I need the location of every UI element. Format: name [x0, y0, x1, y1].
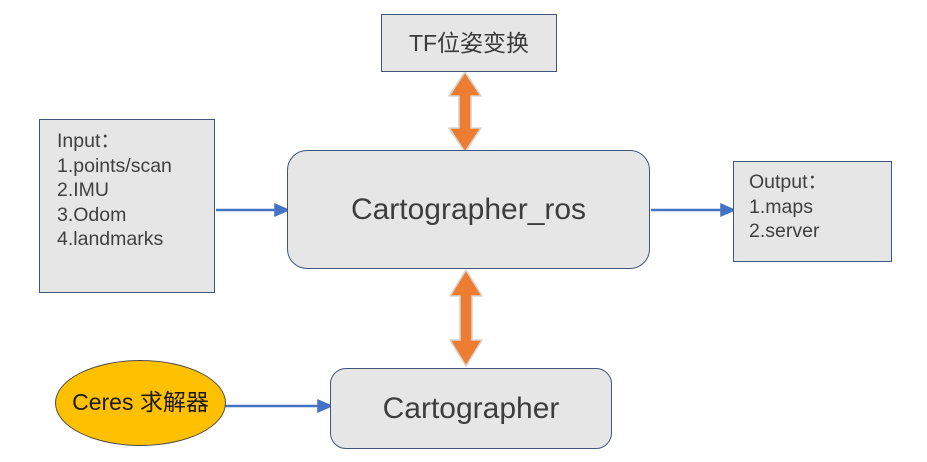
- arrow-tf-to-main: [448, 71, 482, 153]
- node-ceres-solver-label: Ceres 求解器: [72, 389, 209, 416]
- node-input-label: Input： 1.points/scan 2.IMU 3.Odom 4.land…: [57, 130, 172, 251]
- node-cartographer-label: Cartographer: [382, 391, 560, 425]
- node-output[interactable]: Output： 1.maps 2.server: [733, 161, 892, 262]
- node-output-label: Output： 1.maps 2.server: [749, 171, 828, 243]
- node-tf-pose-transform[interactable]: TF位姿变换: [381, 14, 557, 72]
- node-cartographer-ros[interactable]: Cartographer_ros: [287, 150, 650, 269]
- node-cartographer-ros-label: Cartographer_ros: [350, 192, 587, 226]
- node-cartographer[interactable]: Cartographer: [330, 368, 612, 449]
- arrow-main-to-cartographer: [449, 269, 483, 367]
- node-input[interactable]: Input： 1.points/scan 2.IMU 3.Odom 4.land…: [39, 119, 215, 293]
- node-tf-pose-transform-label: TF位姿变换: [408, 29, 530, 56]
- node-ceres-solver[interactable]: Ceres 求解器: [55, 360, 226, 446]
